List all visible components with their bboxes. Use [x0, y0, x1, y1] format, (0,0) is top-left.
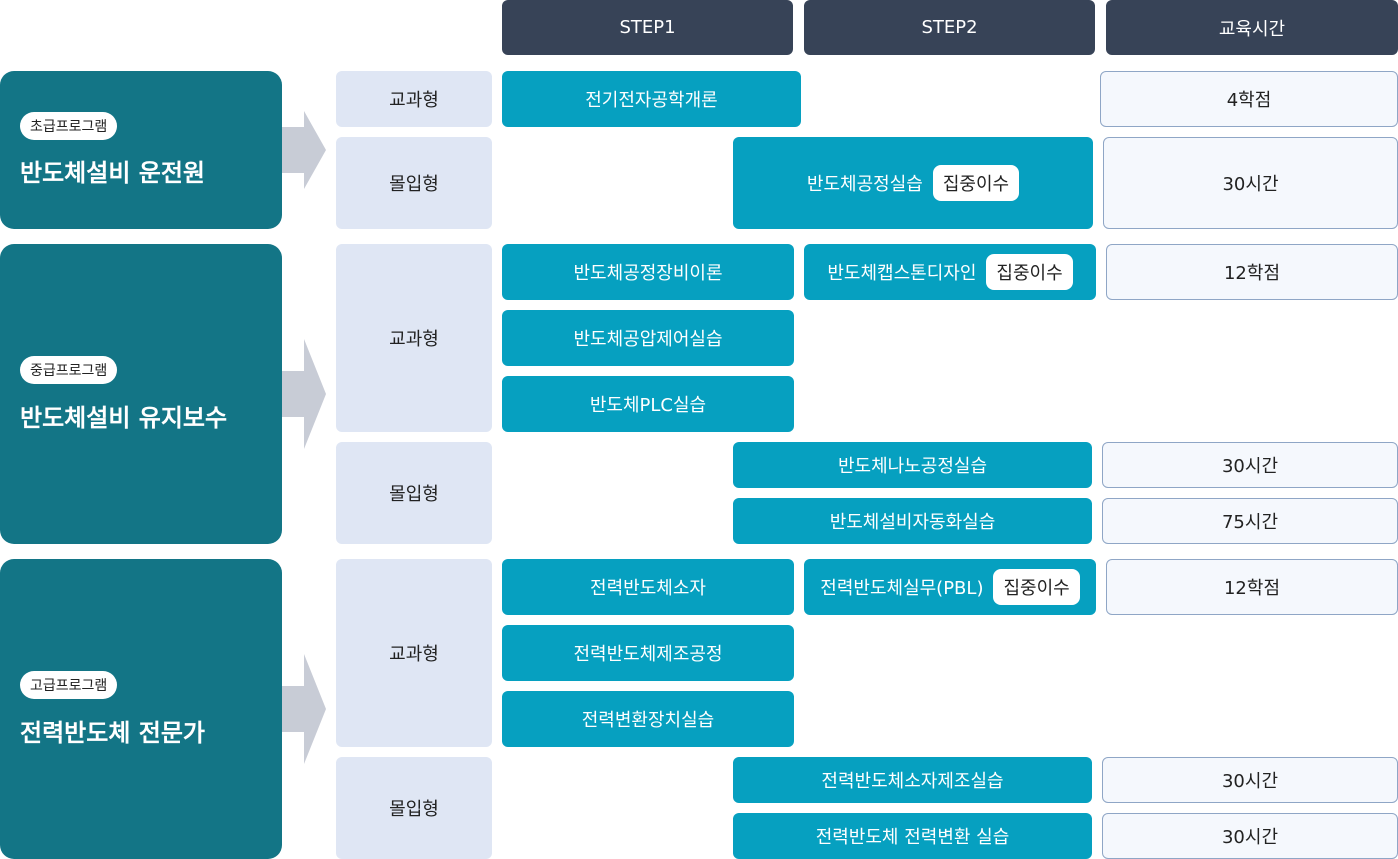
course-title: 전력반도체소자: [590, 578, 706, 599]
hours-box: 30시간: [1103, 137, 1398, 229]
hours-box: 75시간: [1102, 498, 1398, 544]
hours-value: 30시간: [1222, 174, 1279, 195]
hours-value: 12학점: [1223, 263, 1281, 284]
track-type-label: 교과형: [389, 329, 439, 350]
flow-arrow-icon: [282, 654, 326, 764]
program-beginner: 초급프로그램 반도체설비 운전원: [0, 71, 282, 229]
intensive-badge: 집중이수: [986, 254, 1073, 290]
track-type-coursework: 교과형: [336, 71, 492, 127]
hours-box: 12학점: [1106, 244, 1398, 300]
course-box: 반도체공압제어실습: [502, 310, 794, 366]
flow-arrow-icon: [282, 339, 326, 449]
course-box: 전력반도체제조공정: [502, 625, 794, 681]
program-name: 전력반도체 전문가: [20, 719, 205, 747]
course-title: 전력반도체소자제조실습: [821, 771, 1004, 792]
course-box: 전력반도체실무(PBL) 집중이수: [804, 559, 1096, 615]
course-box: 반도체공정장비이론: [502, 244, 794, 300]
header-step2-label: STEP2: [921, 17, 978, 38]
track-type-label: 교과형: [389, 644, 439, 665]
course-box: 전기전자공학개론: [502, 71, 801, 127]
hours-box: 30시간: [1102, 757, 1398, 803]
hours-value: 75시간: [1221, 512, 1279, 533]
hours-value: 12학점: [1223, 578, 1281, 599]
header-step1: STEP1: [502, 0, 793, 55]
header-hours-label: 교육시간: [1218, 18, 1286, 40]
course-title: 반도체공정실습: [806, 174, 923, 195]
hours-box: 12학점: [1106, 559, 1398, 615]
course-title: 반도체공압제어실습: [573, 329, 723, 350]
program-name: 반도체설비 유지보수: [20, 404, 228, 432]
track-type-immersive: 몰입형: [336, 442, 492, 544]
hours-box: 4학점: [1100, 71, 1398, 127]
program-level-badge: 중급프로그램: [20, 356, 118, 384]
course-box: 전력변환장치실습: [502, 691, 794, 747]
program-advanced: 고급프로그램 전력반도체 전문가: [0, 559, 282, 859]
program-name: 반도체설비 운전원: [20, 159, 205, 187]
course-title: 전력반도체실무(PBL): [820, 578, 984, 599]
program-intermediate: 중급프로그램 반도체설비 유지보수: [0, 244, 282, 544]
intensive-badge: 집중이수: [932, 165, 1020, 201]
intensive-badge: 집중이수: [993, 569, 1080, 605]
header-step1-label: STEP1: [619, 17, 676, 38]
course-title: 전력반도체제조공정: [573, 644, 723, 665]
track-type-label: 몰입형: [389, 799, 439, 820]
course-title: 반도체공정장비이론: [573, 263, 723, 284]
course-box: 반도체PLC실습: [502, 376, 794, 432]
track-type-label: 교과형: [389, 90, 439, 111]
course-title: 전기전자공학개론: [585, 90, 718, 111]
course-box: 전력반도체소자제조실습: [733, 757, 1092, 803]
course-title: 반도체설비자동화실습: [829, 512, 996, 533]
track-type-label: 몰입형: [389, 484, 439, 505]
header-step2: STEP2: [804, 0, 1095, 55]
track-type-label: 몰입형: [389, 174, 439, 195]
hours-box: 30시간: [1102, 813, 1398, 859]
course-box: 전력반도체소자: [502, 559, 794, 615]
course-title: 전력변환장치실습: [581, 710, 715, 731]
track-type-coursework: 교과형: [336, 244, 492, 432]
course-box: 반도체캡스톤디자인 집중이수: [804, 244, 1096, 300]
course-title: 전력반도체 전력변환 실습: [815, 827, 1010, 848]
hours-value: 4학점: [1226, 90, 1272, 111]
course-box: 전력반도체 전력변환 실습: [733, 813, 1092, 859]
hours-value: 30시간: [1221, 827, 1279, 848]
course-title: 반도체나노공정실습: [837, 456, 988, 477]
flow-arrow-icon: [282, 111, 326, 189]
program-level-badge: 초급프로그램: [20, 112, 118, 140]
track-type-immersive: 몰입형: [336, 137, 492, 229]
track-type-immersive: 몰입형: [336, 757, 492, 859]
program-level-badge: 고급프로그램: [20, 671, 118, 699]
course-box: 반도체공정실습 집중이수: [733, 137, 1093, 229]
course-title: 반도체PLC실습: [589, 395, 707, 416]
header-hours: 교육시간: [1106, 0, 1398, 55]
course-box: 반도체나노공정실습: [733, 442, 1092, 488]
course-title: 반도체캡스톤디자인: [827, 263, 977, 284]
hours-value: 30시간: [1221, 456, 1279, 477]
course-box: 반도체설비자동화실습: [733, 498, 1092, 544]
track-type-coursework: 교과형: [336, 559, 492, 747]
hours-value: 30시간: [1221, 771, 1279, 792]
hours-box: 30시간: [1102, 442, 1398, 488]
